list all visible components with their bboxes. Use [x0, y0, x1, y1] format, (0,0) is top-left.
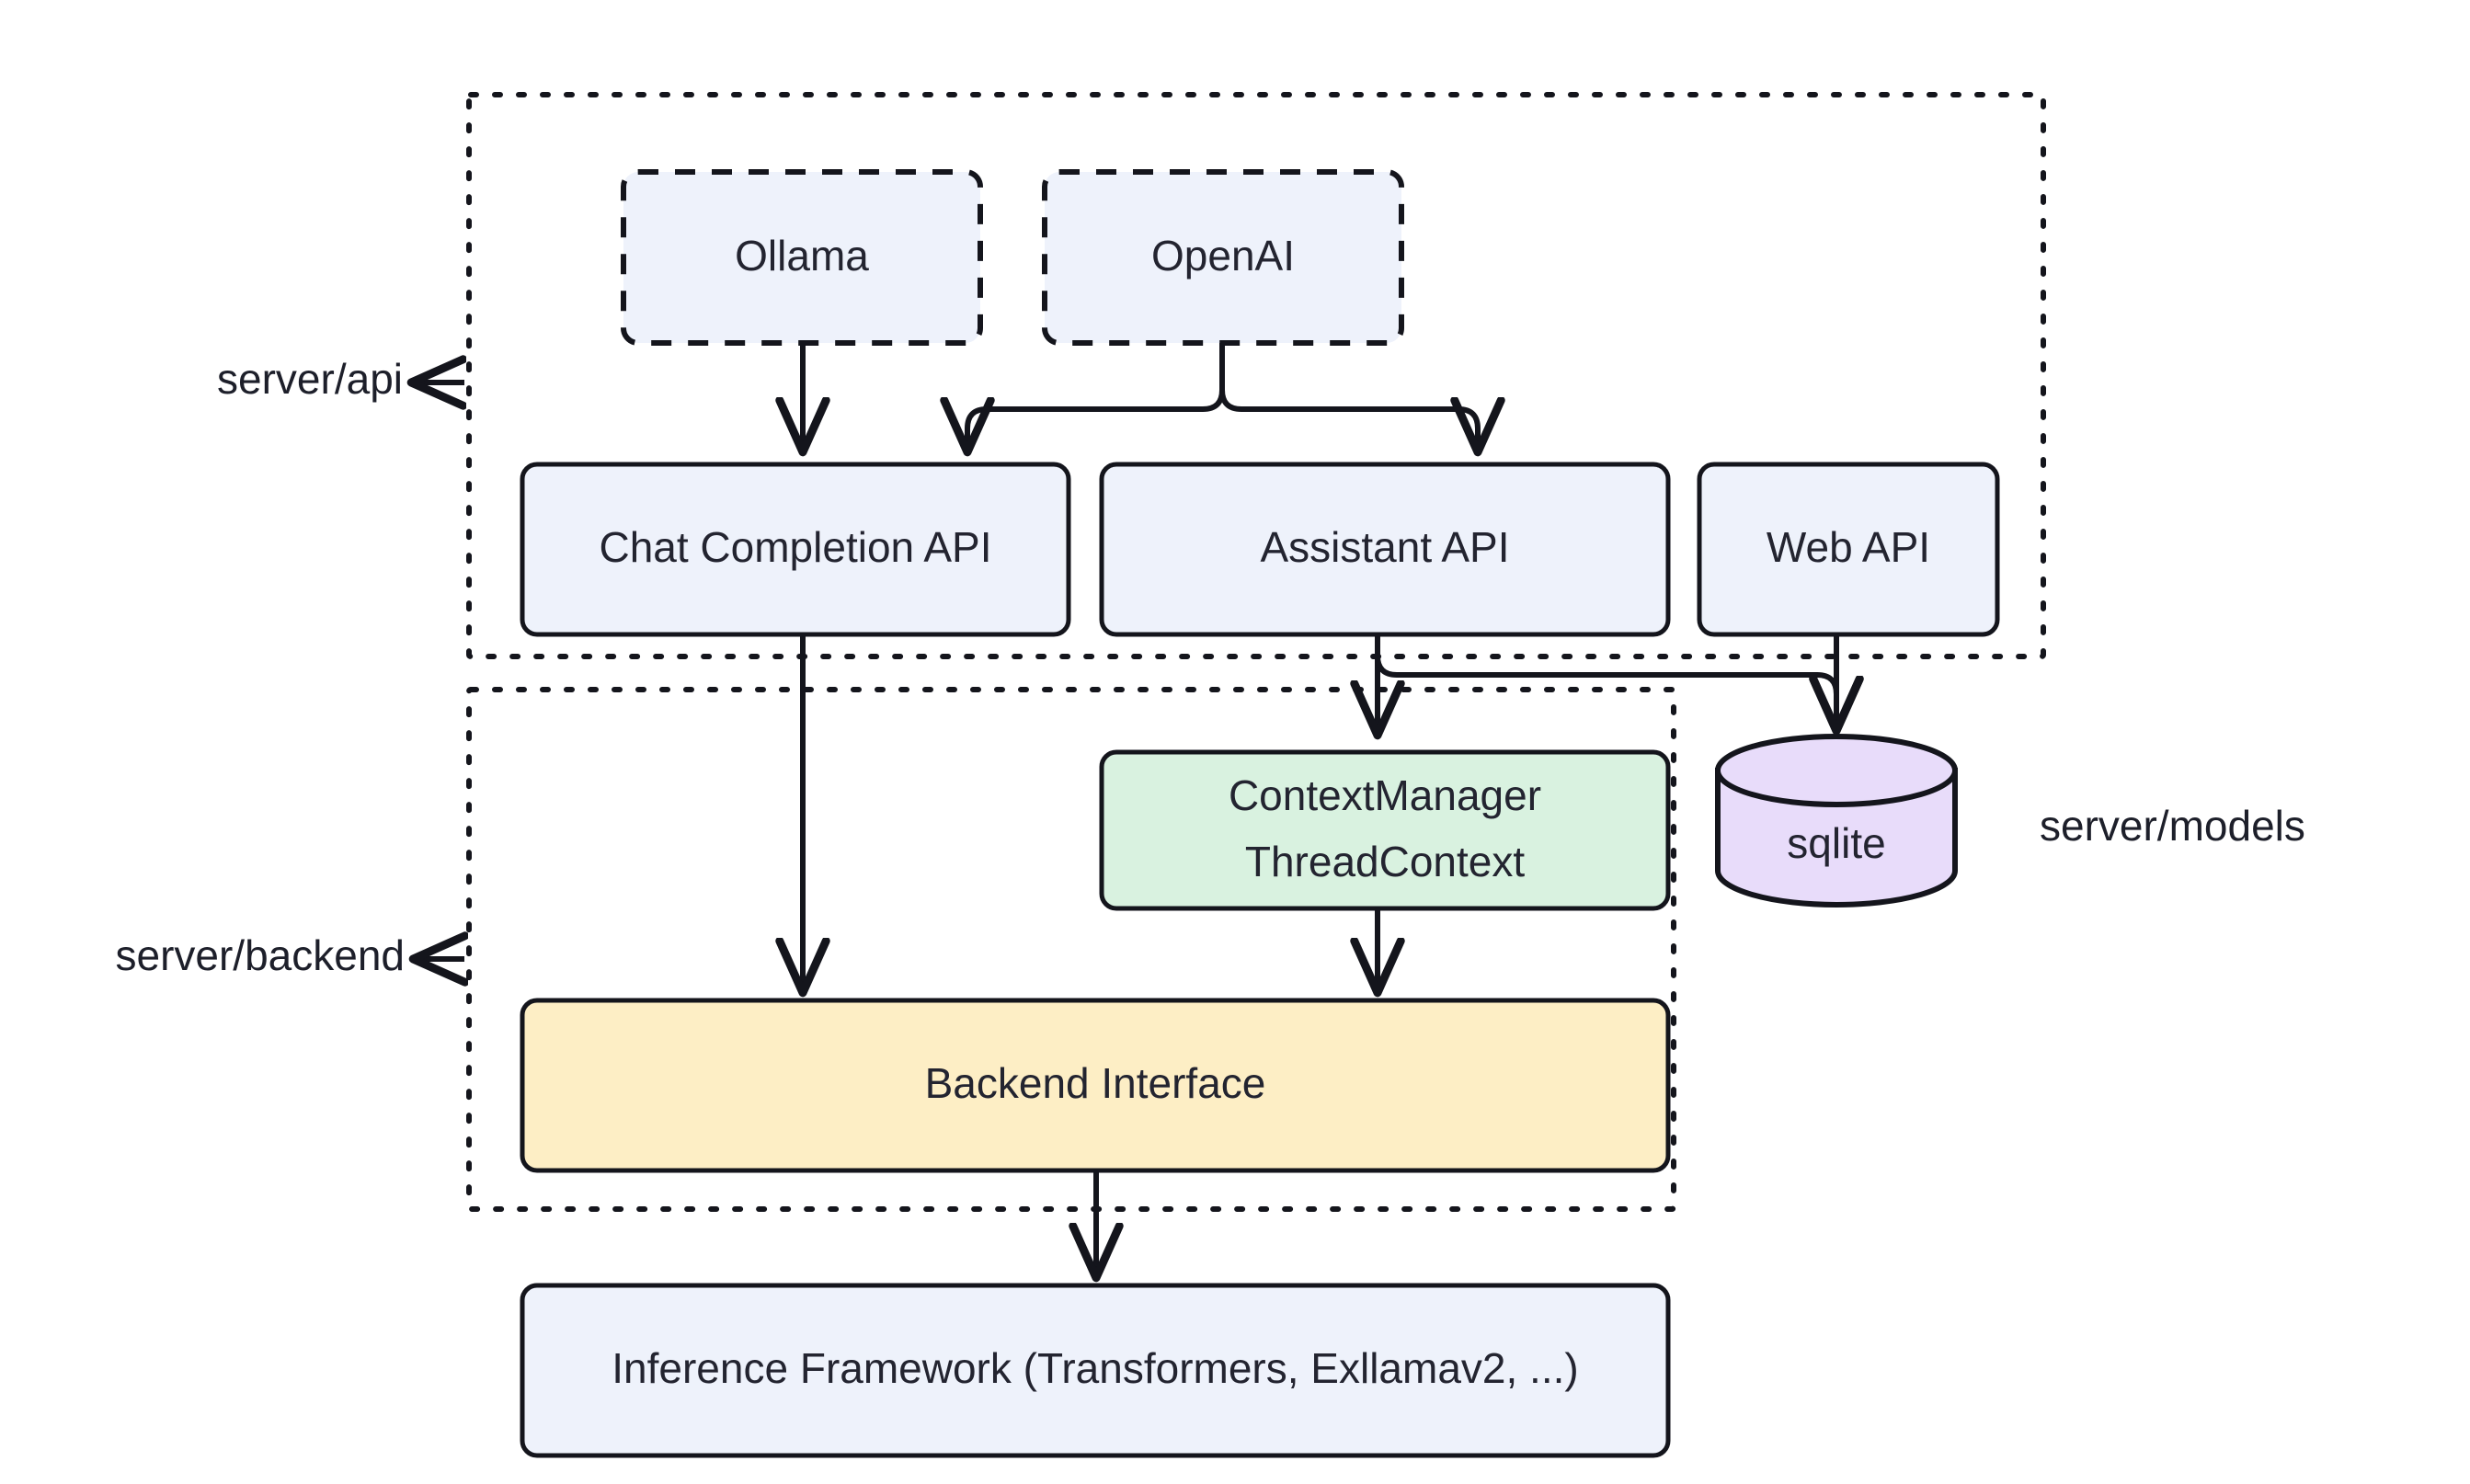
node-web-api-label: Web API	[1767, 523, 1930, 571]
node-context-manager[interactable]: ContextManager ThreadContext	[1099, 749, 1671, 911]
node-context-manager-label-line1: ContextManager	[1229, 771, 1541, 819]
group-container-server-backend	[466, 687, 1676, 1212]
node-sqlite-label: sqlite	[1787, 819, 1885, 867]
node-chat-completion-api-box[interactable]	[520, 462, 1071, 637]
node-openai-box[interactable]	[1042, 169, 1404, 346]
node-chat-completion-api-label: Chat Completion API	[599, 523, 991, 571]
node-web-api[interactable]: Web API	[1697, 462, 2000, 637]
group-label-server-api: server/api	[217, 355, 403, 403]
group-container-server-api	[466, 92, 2046, 659]
edge-openai-to-assistant-api	[1219, 343, 1478, 448]
node-context-manager-box[interactable]	[1099, 749, 1671, 911]
group-label-server-backend: server/backend	[116, 931, 406, 979]
node-backend-interface-label: Backend Interface	[925, 1059, 1266, 1107]
node-ollama-label: Ollama	[735, 232, 869, 280]
node-context-manager-label-line2: ThreadContext	[1245, 838, 1525, 885]
node-ollama-box[interactable]	[621, 169, 983, 346]
node-assistant-api-label: Assistant API	[1260, 523, 1509, 571]
edge-openai-to-chat-api	[967, 343, 1225, 448]
node-openai[interactable]: OpenAI	[1042, 169, 1404, 346]
node-backend-interface[interactable]: Backend Interface	[520, 998, 1671, 1173]
node-backend-interface-box[interactable]	[520, 998, 1671, 1173]
node-openai-label: OpenAI	[1151, 232, 1295, 280]
node-sqlite-cylinder-body[interactable]	[1715, 768, 1958, 908]
node-assistant-api[interactable]: Assistant API	[1099, 462, 1671, 637]
node-inference-framework-box[interactable]	[520, 1283, 1671, 1458]
node-assistant-api-box[interactable]	[1099, 462, 1671, 637]
node-chat-completion-api[interactable]: Chat Completion API	[520, 462, 1071, 637]
group-label-server-models: server/models	[2040, 802, 2305, 850]
node-inference-framework-label: Inference Framework (Transformers, Exlla…	[612, 1344, 1578, 1392]
node-inference-framework[interactable]: Inference Framework (Transformers, Exlla…	[520, 1283, 1671, 1458]
node-sqlite-cylinder-top[interactable]	[1715, 734, 1958, 807]
node-sqlite[interactable]: sqlite	[1715, 734, 1958, 908]
node-ollama[interactable]: Ollama	[621, 169, 983, 346]
node-web-api-box[interactable]	[1697, 462, 2000, 637]
